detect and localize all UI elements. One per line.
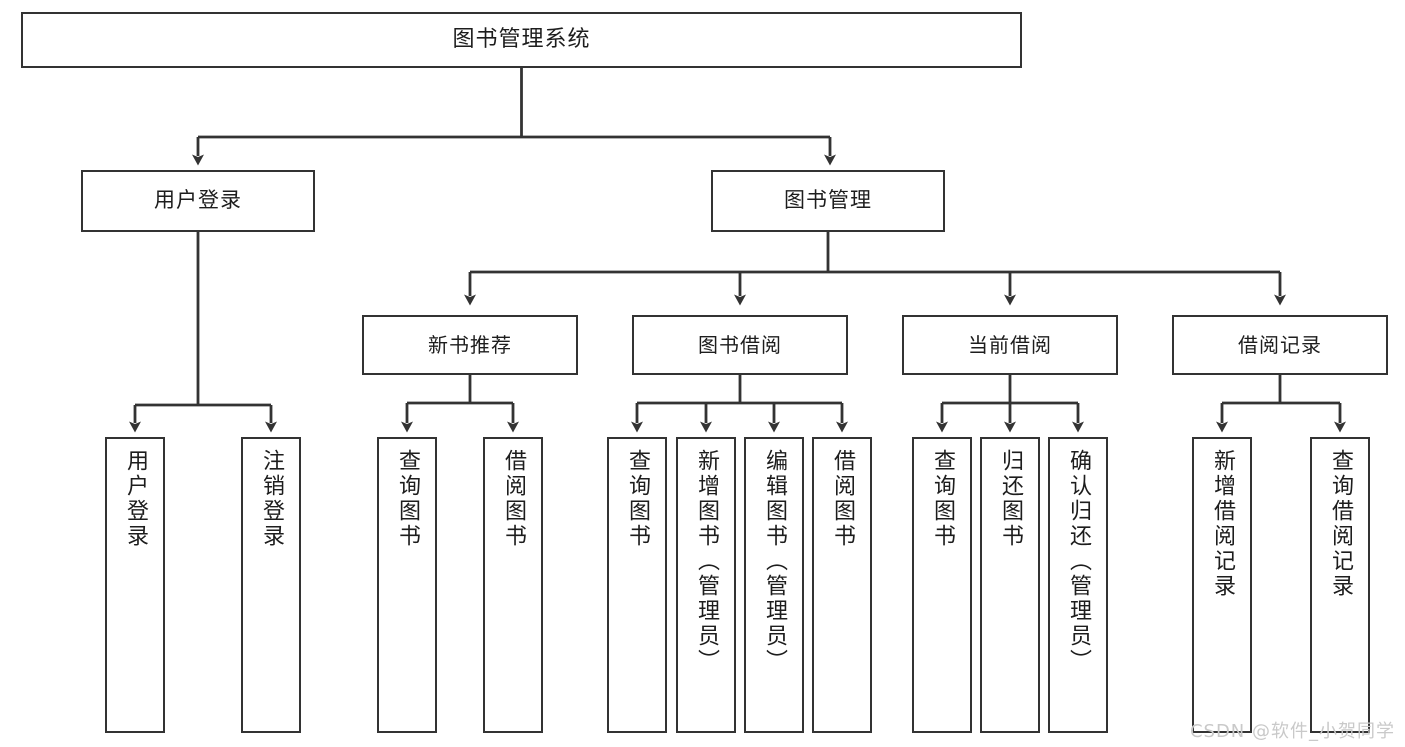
node-label: 新书推荐 [428,333,512,357]
node-label: 借阅图书 [830,449,855,549]
node-label: 图书借阅 [698,333,782,357]
leaf-user-login-logout[interactable]: 注销登录 [241,437,301,733]
leaf-book-borrow-query-book[interactable]: 查询图书 [607,437,667,733]
node-label: 新增借阅记录 [1210,449,1235,599]
node-label: 查询图书 [395,449,420,549]
node-label: 借阅图书 [501,449,526,549]
leaf-borrow-records-query-record[interactable]: 查询借阅记录 [1310,437,1370,733]
node-label: 注销登录 [259,449,284,549]
watermark: CSDN @软件_小贺同学 [1189,721,1395,742]
node-user-login[interactable]: 用户登录 [81,170,315,232]
node-label: 查询借阅记录 [1328,449,1353,599]
node-label: 用户登录 [123,449,148,549]
node-current-borrow[interactable]: 当前借阅 [902,315,1118,375]
leaf-current-borrow-query-book[interactable]: 查询图书 [912,437,972,733]
leaf-current-borrow-return-book[interactable]: 归还图书 [980,437,1040,733]
node-label: 查询图书 [930,449,955,549]
leaf-book-borrow-edit-book[interactable]: 编辑图书（管理员） [744,437,804,733]
node-label: 图书管理 [784,188,872,213]
node-book-borrow[interactable]: 图书借阅 [632,315,848,375]
leaf-new-book-borrow-book[interactable]: 借阅图书 [483,437,543,733]
leaf-borrow-records-add-record[interactable]: 新增借阅记录 [1192,437,1252,733]
leaf-book-borrow-borrow-book[interactable]: 借阅图书 [812,437,872,733]
leaf-book-borrow-add-book[interactable]: 新增图书（管理员） [676,437,736,733]
node-root-system[interactable]: 图书管理系统 [21,12,1022,68]
node-borrow-records[interactable]: 借阅记录 [1172,315,1388,375]
leaf-user-login-login[interactable]: 用户登录 [105,437,165,733]
node-label: 当前借阅 [968,333,1052,357]
leaf-current-borrow-confirm-return[interactable]: 确认归还（管理员） [1048,437,1108,733]
leaf-new-book-query-book[interactable]: 查询图书 [377,437,437,733]
node-label: 用户登录 [154,188,242,213]
node-label: 借阅记录 [1238,333,1322,357]
node-label: 新增图书（管理员） [694,449,719,674]
node-label: 确认归还（管理员） [1066,449,1091,674]
node-label: 图书管理系统 [452,26,591,52]
node-label: 归还图书 [998,449,1023,549]
node-label: 编辑图书（管理员） [762,449,787,674]
node-book-management[interactable]: 图书管理 [711,170,945,232]
node-new-book-recommend[interactable]: 新书推荐 [362,315,578,375]
node-label: 查询图书 [625,449,650,549]
